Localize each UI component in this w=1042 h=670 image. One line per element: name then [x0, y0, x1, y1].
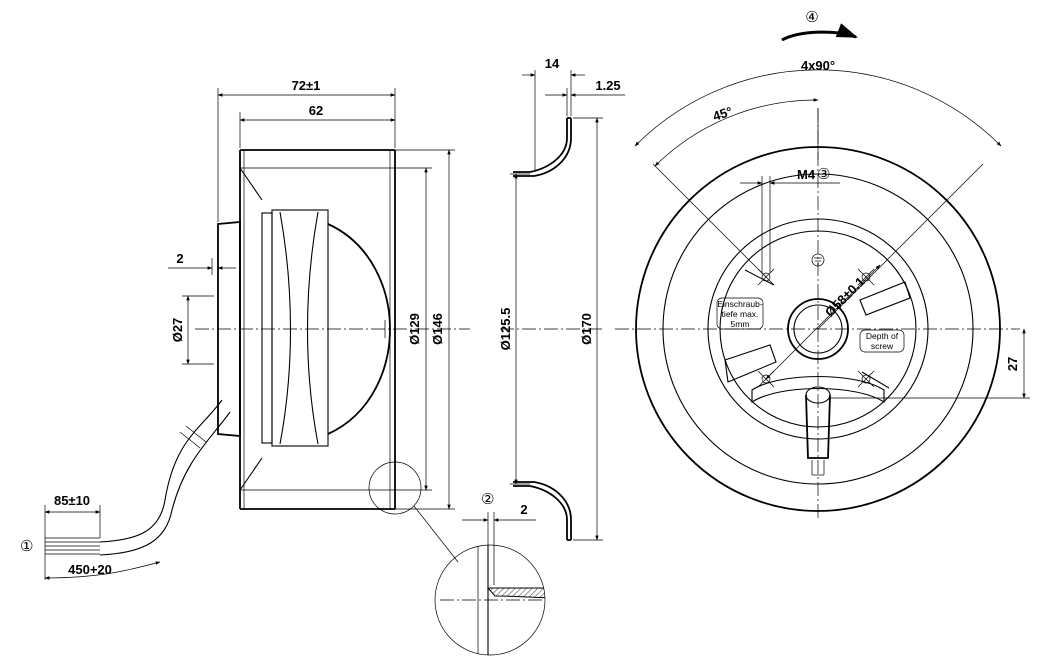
dim-length-total-text: 72±1 — [292, 78, 321, 93]
impeller-housing — [239, 149, 396, 510]
note-de-line-1: Einschraub- — [717, 299, 763, 309]
thread-label: M4 — [797, 167, 816, 182]
detail-view: 2 ② — [368, 461, 546, 656]
motor-ring-circle — [719, 230, 917, 428]
note-screw-depth-de: Einschraub- tiefe max. 5mm — [716, 297, 764, 330]
dimension-outer-diameter: Ø146 — [395, 149, 455, 510]
dimension-bolt-circle: Ø58±0.1 — [765, 264, 881, 380]
note-screw-depth-en: Depth of screw — [859, 329, 905, 353]
screw-hole-bottom-right — [857, 370, 875, 388]
motor-outer-circle — [707, 218, 929, 440]
dim-inner-dia-text: Ø129 — [407, 313, 422, 345]
dim-outer-dia-text: Ø146 — [430, 313, 445, 345]
dim-hub-dia-text: Ø27 — [170, 318, 185, 343]
dimension-depth: 14 — [522, 56, 585, 170]
dimension-length-body: 62 — [239, 103, 396, 148]
dim-sheet-thickness-text: 1.25 — [595, 78, 620, 93]
note-en-line-1: Depth of — [866, 331, 899, 341]
note-en-line-2: screw — [871, 341, 894, 351]
rotation-direction-arrow: ④ — [781, 8, 858, 42]
inlet-ring-profile — [513, 117, 572, 541]
dimension-cable-offset: 2 — [168, 251, 236, 275]
dimension-angle-offset: 45° — [654, 98, 819, 167]
side-view: 72±1 62 2 Ø27 Ø129 Ø14 — [20, 78, 470, 580]
dim-length-body-text: 62 — [309, 103, 323, 118]
dim-angle-spacing-text: 4x90° — [801, 58, 835, 73]
dimension-inner-diameter: Ø129 — [395, 167, 432, 491]
dimension-inlet-diameter: Ø125.5 — [498, 173, 530, 485]
thread-callout: M4 ③ — [740, 165, 840, 273]
motor-body — [217, 209, 391, 447]
dim-strip-length-text: 85±10 — [54, 493, 90, 508]
ground-symbol — [811, 253, 825, 267]
inlet-circle — [662, 173, 974, 485]
front-view: 4x90° 45° ④ M4 ③ Ø58±0.1 Einsc — [615, 8, 1030, 520]
dim-depth-text: 14 — [545, 56, 560, 71]
detail-ref-number: ② — [481, 490, 494, 508]
motor-cable — [45, 399, 231, 556]
cable-ref-number: ① — [20, 537, 33, 555]
detail-marker-circle — [368, 461, 422, 515]
dim-flange-dia-text: Ø170 — [579, 313, 594, 345]
dim-cable-length-text: 450+20 — [68, 562, 112, 577]
note-de-line-2: tiefe max. — [722, 309, 759, 319]
dimension-hub-diameter: Ø27 — [170, 295, 214, 365]
dim-inlet-dia-text: Ø125.5 — [498, 308, 513, 351]
dimension-sheet-thickness: 1.25 — [545, 78, 625, 116]
section-view: 14 1.25 Ø125.5 Ø170 — [498, 56, 625, 541]
dimension-flange-diameter: Ø170 — [573, 117, 603, 541]
dim-cable-offset-text: 2 — [176, 251, 183, 266]
detail-circle — [434, 544, 546, 656]
dim-bolt-circle-text: Ø58±0.1 — [822, 274, 868, 320]
dim-angle-offset-text: 45° — [711, 104, 734, 124]
dimension-length-total: 72±1 — [217, 78, 396, 222]
cable-exit — [805, 386, 831, 476]
rotation-ref-number: ④ — [805, 8, 818, 26]
dimension-vertical-offset: 27 — [830, 328, 1030, 399]
thread-ref-number: ③ — [817, 165, 830, 183]
dim-vertical-offset-text: 27 — [1005, 357, 1020, 371]
note-de-line-3: 5mm — [731, 319, 750, 329]
dimension-cable-length: 450+20 — [44, 561, 161, 580]
dim-detail-gap-text: 2 — [520, 502, 527, 517]
